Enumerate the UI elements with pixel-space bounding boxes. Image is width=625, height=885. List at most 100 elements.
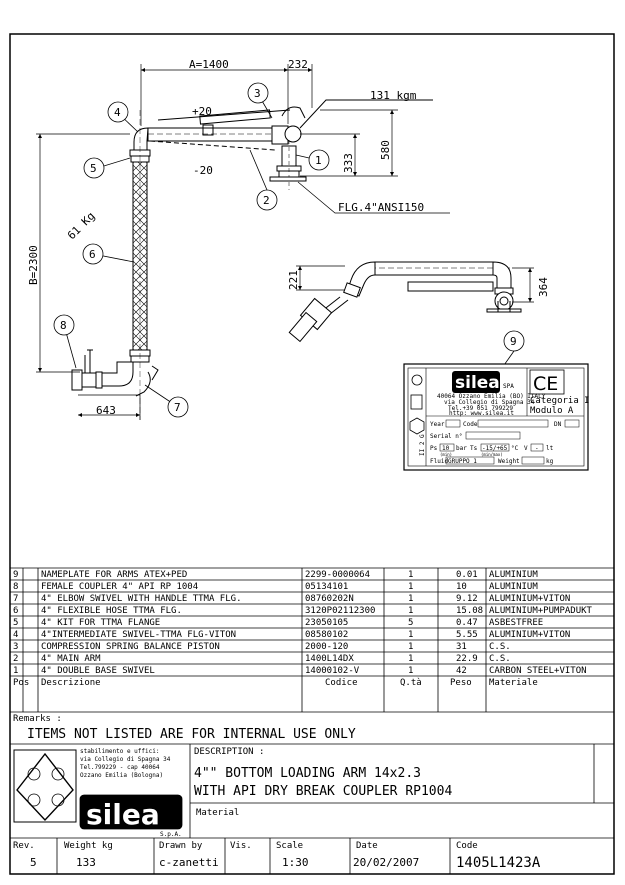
nameplate-v-label: V — [524, 445, 528, 452]
bom-cell-desc: 4" ELBOW SWIVEL WITH HANDLE TTMA FLG. — [41, 594, 241, 604]
dimension-lines — [36, 64, 450, 420]
bom-cell-code: Codice — [325, 678, 358, 688]
bom-cell-pos: 2 — [13, 654, 18, 664]
rev-label: Rev. — [13, 841, 35, 851]
remarks-label: Remarks : — [13, 714, 62, 724]
bom-cell-code: 2000-120 — [305, 642, 348, 652]
title-block — [10, 743, 614, 874]
nameplate-bar-unit: bar — [456, 445, 467, 452]
bom-cell-weight: 10 — [456, 582, 467, 592]
nameplate-spa: SPA — [503, 383, 514, 390]
bom-cell-mat: Materiale — [489, 678, 538, 688]
nameplate-brand-logo: silea — [455, 373, 500, 393]
bom-cell-pos: 1 — [13, 666, 18, 676]
dim-a-label: A=1400 — [189, 58, 229, 71]
bom-cell-desc: 4" KIT FOR TTMA FLANGE — [41, 618, 160, 628]
nameplate-ts-label: Ts — [470, 445, 478, 452]
bom-cell-code: 2299-0000064 — [305, 570, 370, 580]
dim-221-label: 221 — [287, 270, 300, 290]
dim-minus20-label: -20 — [193, 164, 213, 177]
flange-label: FLG.4"ANSI150 — [338, 201, 424, 214]
scale-label: Scale — [276, 841, 303, 851]
company-address-3: Tel.799229 - cap 40064 — [80, 764, 160, 771]
balloon-1: 1 — [315, 154, 322, 167]
bom-cell-qty: Q.tà — [400, 678, 422, 688]
nameplate-address-3: Tel.+39 051 799229 — [448, 405, 513, 412]
bom-cell-qty: 5 — [408, 618, 413, 628]
nameplate-ts-minmax: (min/max) — [481, 452, 503, 457]
balloon-4: 4 — [114, 106, 121, 119]
bom-cell-mat: CARBON STEEL+VITON — [489, 666, 587, 676]
nameplate-address-2: via Collegio di Spagna 34 — [444, 399, 535, 406]
nameplate-address-4: http: www.silea.it — [449, 410, 514, 417]
bom-cell-code: 23050105 — [305, 618, 348, 628]
nameplate-dn-label: DN — [554, 421, 562, 428]
nameplate-lt-unit: lt — [546, 445, 554, 452]
balloon-2: 2 — [263, 194, 270, 207]
bom-cell-mat: ALUMINIUM+PUMPADUKT — [489, 606, 593, 616]
dim-moment-label: 131 kgm — [370, 89, 417, 102]
bom-cell-qty: 1 — [408, 642, 413, 652]
nameplate: II 2 G silea SPA 40064 Ozzano Emilia (BO… — [403, 363, 590, 471]
bom-cell-code: 1400L14DX — [305, 654, 354, 664]
bom-cell-pos: 6 — [13, 606, 18, 616]
nameplate-weight-label: Weight — [498, 458, 520, 465]
company-spa: S.p.A. — [160, 831, 182, 838]
nameplate-fluid-label: Fluid — [430, 458, 448, 465]
bom-cell-desc: NAMEPLATE FOR ARMS ATEX+PED — [41, 570, 187, 580]
bom-cell-mat: C.S. — [489, 642, 511, 652]
nameplate-v-value: - — [535, 445, 539, 452]
bom-cell-weight: 0.01 — [456, 570, 478, 580]
bom-cell-qty: 1 — [408, 570, 413, 580]
drawn-by-value: c-zanetti — [159, 856, 219, 869]
nameplate-address-1: 40064 Ozzano Emilia (BO) ITALY — [437, 393, 546, 400]
bom-cell-weight: 15.08 — [456, 606, 483, 616]
bom-cell-code: 08580102 — [305, 630, 348, 640]
weight-label: Weight kg — [64, 841, 113, 851]
nameplate-modulo: Modulo A — [530, 406, 574, 416]
description-line-2: WITH API DRY BREAK COUPLER RP1004 — [194, 784, 452, 799]
bom-cell-code: 3120P02112300 — [305, 606, 375, 616]
bom-cell-weight: 22.9 — [456, 654, 478, 664]
top-view-dimensions — [296, 265, 534, 303]
dim-333-label: 333 — [342, 153, 355, 173]
bom-cell-mat: ALUMINIUM+VITON — [489, 594, 570, 604]
balloon-3: 3 — [254, 87, 261, 100]
nameplate-ps-min: (min) — [440, 452, 452, 457]
scale-value: 1:30 — [282, 856, 309, 869]
dim-580-label: 580 — [379, 140, 392, 160]
dim-364-label: 364 — [537, 277, 550, 297]
bom-cell-pos: 5 — [13, 618, 18, 628]
date-label: Date — [356, 841, 378, 851]
nameplate-ts-value: -15/+65 — [482, 445, 508, 452]
bom-cell-qty: 1 — [408, 606, 413, 616]
remarks-text: ITEMS NOT LISTED ARE FOR INTERNAL USE ON… — [27, 727, 356, 742]
bom-cell-code: 05134101 — [305, 582, 348, 592]
bom-cell-pos: Pos — [13, 678, 29, 688]
vis-label: Vis. — [230, 841, 252, 851]
bom-cell-desc: 4" MAIN ARM — [41, 654, 101, 664]
bom-cell-weight: Peso — [450, 678, 472, 688]
bom-cell-weight: 42 — [456, 666, 467, 676]
bom-cell-qty: 1 — [408, 582, 413, 592]
dim-b-label: B=2300 — [27, 245, 40, 285]
company-address-4: Ozzano Emilia (Bologna) — [80, 772, 163, 779]
dim-plus20-label: +20 — [192, 105, 212, 118]
nameplate-fluid-value: GRUPPO 1 — [448, 458, 477, 465]
bom-cell-mat: ALUMINIUM — [489, 570, 538, 580]
code-label: Code — [456, 841, 478, 851]
ce-mark: CE — [533, 373, 558, 395]
nameplate-atex-mark: II 2 G — [419, 434, 426, 456]
nameplate-categoria: Categoria I — [530, 396, 590, 406]
nameplate-year-label: Year — [430, 421, 445, 428]
bom-cell-desc: 4" DOUBLE BASE SWIVEL — [41, 666, 155, 676]
nameplate-serial-label: Serial n° — [430, 433, 463, 440]
